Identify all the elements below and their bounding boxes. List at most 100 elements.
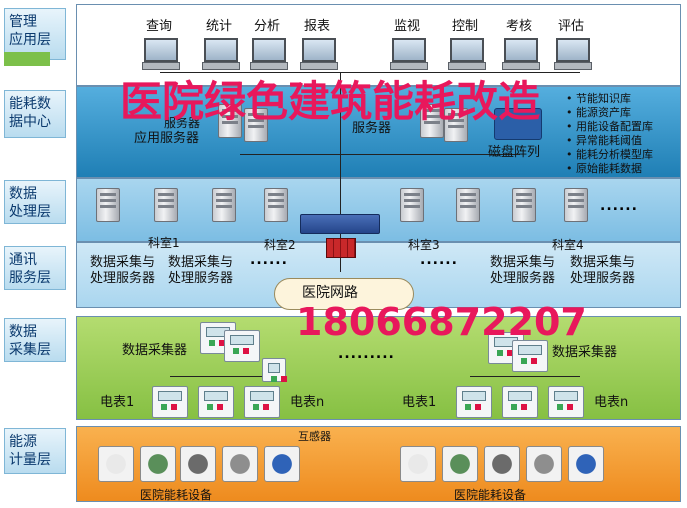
db-list-item: • 能耗分析模型库 [566,148,653,161]
watermark-title: 医院绿色建筑能耗改造 [120,77,541,126]
data-server-2 [444,108,468,142]
db-list-item: • 异常能耗阈值 [566,134,642,147]
fan-icon [140,446,176,482]
db-list-item: • 能源资产库 [566,106,631,119]
comm-dots-right: ...... [420,252,458,268]
fan-icon [484,446,520,482]
dept3-label: 科室3 [408,238,440,252]
equipment-label-left: 医院能耗设备 [140,488,213,502]
process-dots: ...... [600,198,638,214]
layer-label-collect: 数据 采集层 [4,318,66,362]
terminal-label: 分析 [254,19,281,34]
dept4-label: 科室4 [552,238,584,252]
terminal-label: 评估 [558,19,585,34]
transformer-label: 互感器 [298,430,331,443]
app-server-caption-a: 服务器 [164,116,201,130]
process-server-icon [564,188,588,222]
keyboard-icon [300,62,338,70]
dept1-label: 科室1 [148,236,180,250]
meter-n-right: 电表n [594,395,629,410]
process-server-icon [456,188,480,222]
layer-label-app-accent [4,52,50,66]
disk-array-icon [494,108,542,140]
meter-bus-left [170,376,280,377]
computer-icon [556,38,590,62]
app-bus [160,72,580,73]
process-server-icon [264,188,288,222]
server-caption-2b: 处理服务器 [168,271,234,286]
layer-label-center: 能耗数 据中心 [4,90,66,138]
computer-icon [144,38,178,62]
meter-1-left: 电表1 [100,395,135,410]
server-caption-4a: 数据采集与 [570,255,636,270]
keyboard-icon [554,62,592,70]
network-cloud-icon [274,278,414,310]
collector-right-2 [512,340,548,372]
app-server-1 [218,104,242,138]
equipment-label-right: 医院能耗设备 [454,488,527,502]
computer-icon [392,38,426,62]
fan-icon [180,446,216,482]
terminal-label: 监视 [394,19,421,34]
watermark-phone: 18066872207 [296,300,587,344]
keyboard-icon [202,62,240,70]
keyboard-icon [448,62,486,70]
terminal-label: 报表 [304,19,331,34]
dept2-label: 科室2 [264,238,296,252]
motor-icon [568,446,604,482]
layer-label-measure: 能源 计量层 [4,428,66,474]
center-bus [240,154,520,155]
db-list-item: • 原始能耗数据 [566,162,642,175]
ac-unit-icon [98,446,134,482]
electric-meter-icon [244,386,280,418]
process-server-icon [154,188,178,222]
electric-meter-icon [502,386,538,418]
electric-meter-icon [456,386,492,418]
db-list: • 节能知识库• 能源资产库• 用能设备配置库• 异常能耗阈值• 能耗分析模型库… [566,92,653,176]
computer-icon [302,38,336,62]
ac-unit-icon [400,446,436,482]
process-server-icon [212,188,236,222]
keyboard-icon [250,62,288,70]
collect-dots: ......... [338,346,395,362]
electric-meter-icon [198,386,234,418]
collector-label-right: 数据采集器 [552,345,618,360]
motor-icon [264,446,300,482]
server-caption-1a: 数据采集与 [90,255,156,270]
terminal-label: 查询 [146,19,173,34]
band-center [76,86,681,178]
firewall-icon [326,238,356,258]
comm-dots-left: ...... [250,252,288,268]
db-list-item: • 节能知识库 [566,92,631,105]
terminal-label: 统计 [206,19,233,34]
meter-bus-right [470,376,580,377]
terminal-label: 考核 [506,19,533,34]
collector-left-2 [224,330,260,362]
layer-label-process: 数据 处理层 [4,180,66,224]
computer-icon [204,38,238,62]
electric-meter-icon [152,386,188,418]
core-switch-icon [300,214,380,234]
keyboard-icon [390,62,428,70]
data-server-caption: 服务器 [352,121,392,136]
db-list-item: • 用能设备配置库 [566,120,653,133]
fan-icon [222,446,258,482]
computer-icon [450,38,484,62]
fan-icon [442,446,478,482]
layer-label-comm: 通讯 服务层 [4,246,66,290]
meter-n-left: 电表n [290,395,325,410]
network-label: 医院网路 [302,285,358,301]
computer-icon [504,38,538,62]
server-caption-4b: 处理服务器 [570,271,636,286]
disk-array-label: 磁盘阵列 [488,145,541,160]
data-server [420,104,444,138]
server-caption-3a: 数据采集与 [490,255,556,270]
process-server-icon [96,188,120,222]
server-caption-1b: 处理服务器 [90,271,156,286]
process-server-icon [512,188,536,222]
keyboard-icon [502,62,540,70]
band-measure [76,426,681,502]
server-caption-3b: 处理服务器 [490,271,556,286]
trunk-line [340,72,341,272]
app-server-caption-b: 应用服务器 [134,131,200,146]
